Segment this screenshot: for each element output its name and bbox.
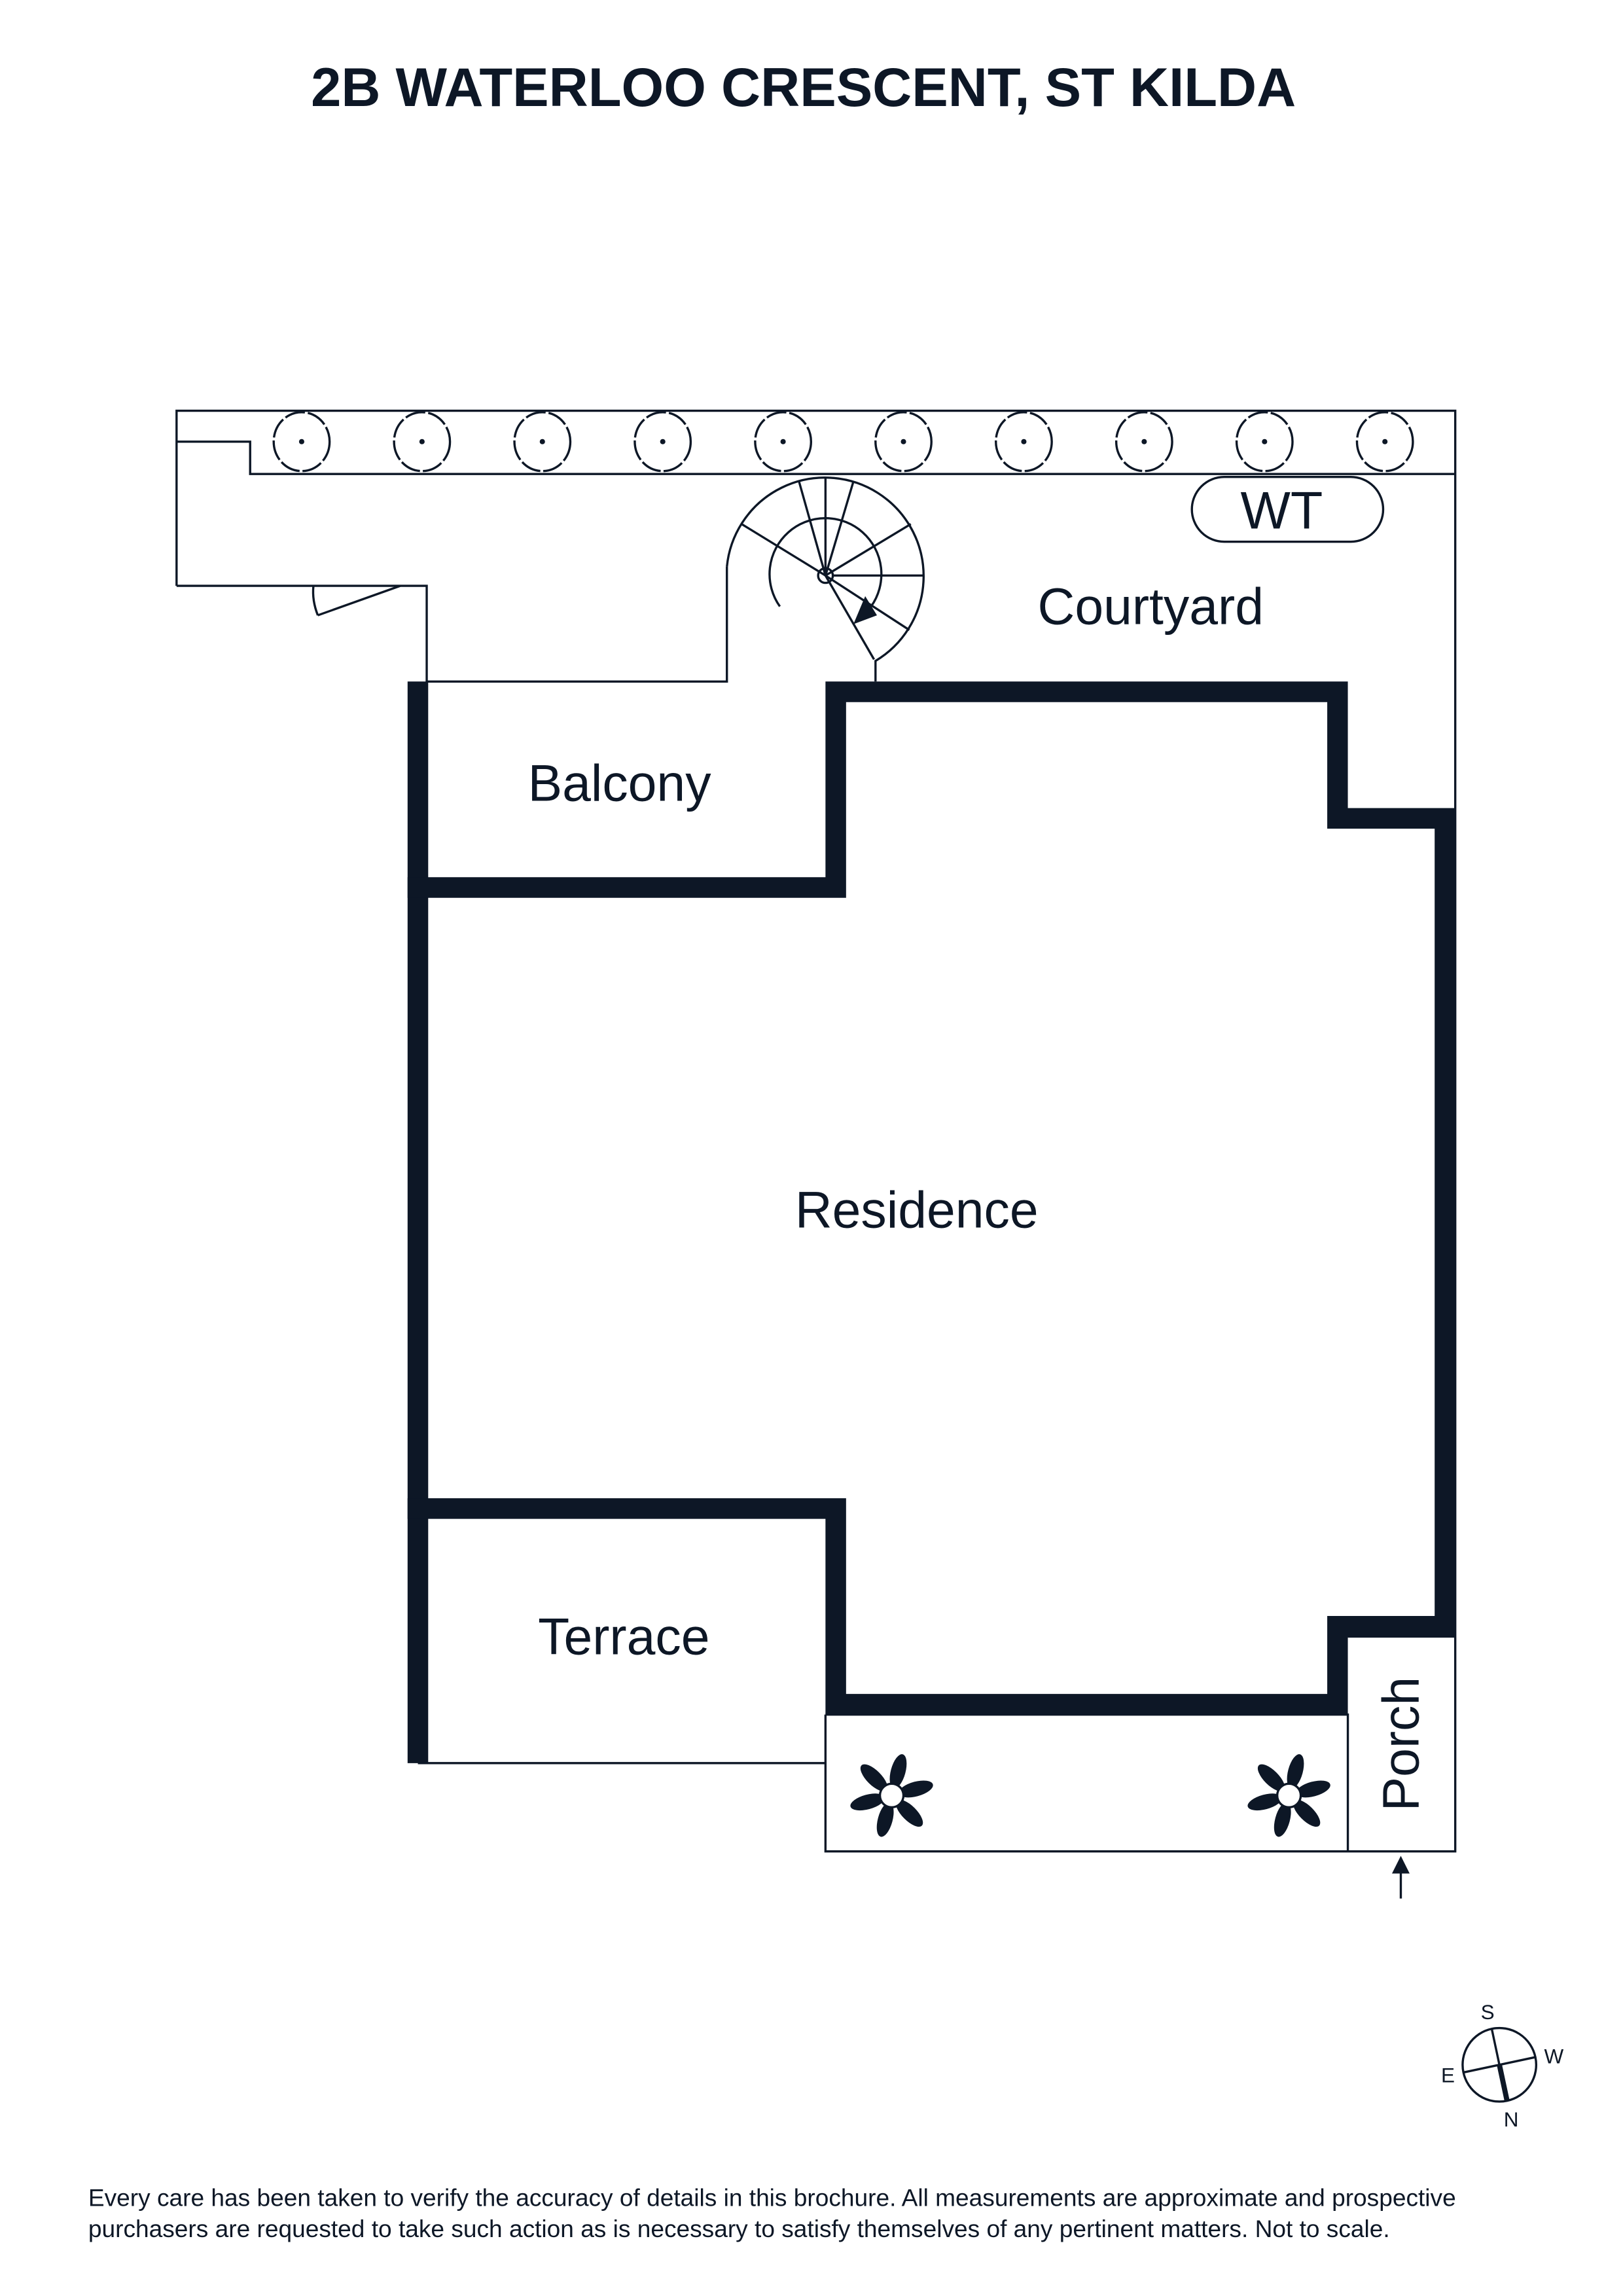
water-tank-label: WT — [1240, 481, 1323, 540]
tree-icon — [393, 411, 452, 473]
compass-north: N — [1504, 2108, 1519, 2131]
residence-walls — [407, 681, 1455, 1763]
disclaimer-line-2: purchasers are requested to take such ac… — [88, 2215, 1390, 2242]
plant-icon — [850, 1754, 933, 1837]
room-label-porch: Porch — [1372, 1677, 1429, 1812]
water-tank: WT — [1190, 476, 1385, 543]
tree-icon — [1235, 411, 1294, 473]
room-label-terrace: Terrace — [538, 1607, 709, 1665]
room-label-courtyard: Courtyard — [1038, 578, 1264, 636]
compass — [1461, 2026, 1538, 2103]
plant-icon — [1247, 1754, 1330, 1837]
disclaimer-line-1: Every care has been taken to verify the … — [88, 2184, 1456, 2212]
floor-plan: WT Courtyard Balcony Residence Terrace P… — [175, 409, 1457, 1899]
door-swing — [312, 584, 401, 617]
spiral-staircase — [741, 476, 925, 660]
tree-icon — [874, 411, 933, 473]
room-label-residence: Residence — [795, 1181, 1039, 1238]
entry-arrow-icon — [1391, 1856, 1410, 1899]
room-label-balcony: Balcony — [528, 754, 712, 812]
tree-icon — [513, 411, 572, 473]
planter-box — [850, 1754, 1330, 1837]
tree-icon — [272, 411, 331, 473]
compass-east: E — [1441, 2064, 1455, 2087]
compass-west: W — [1544, 2045, 1563, 2068]
tree-icon — [995, 411, 1053, 473]
tree-icon — [633, 411, 692, 473]
page-title: 2B WATERLOO CRESCENT, ST KILDA — [311, 57, 1296, 118]
tree-row — [272, 411, 1414, 473]
north-needle-icon — [1497, 2064, 1510, 2102]
stair-direction-arrow-icon — [853, 596, 878, 624]
tree-icon — [754, 411, 813, 473]
tree-icon — [1115, 411, 1173, 473]
tree-icon — [1355, 411, 1414, 473]
compass-south: S — [1481, 2001, 1495, 2024]
